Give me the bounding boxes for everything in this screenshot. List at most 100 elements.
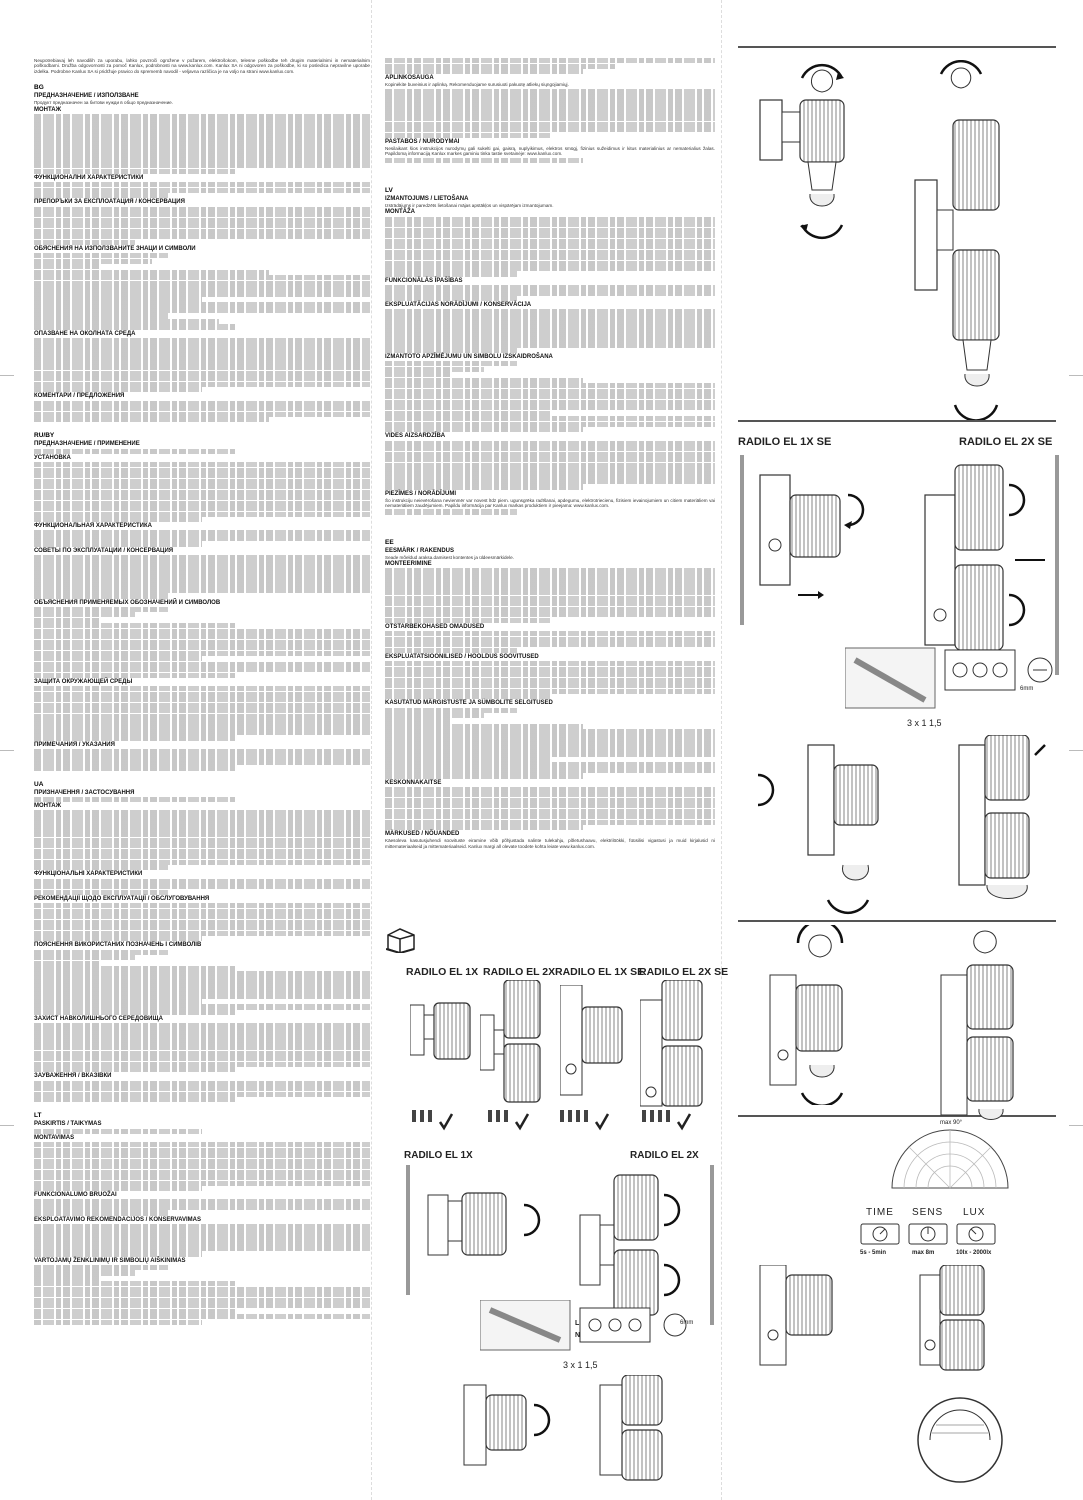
wall-mount-diagram-1x-se: [740, 455, 865, 625]
section-rule: [738, 920, 1056, 922]
fold-tick: [1069, 375, 1083, 376]
wall-mount-diagram-1x: [406, 1165, 541, 1295]
lux-dial-icon: [956, 1223, 996, 1245]
time-range-value: 5s - 5min: [860, 1250, 887, 1256]
text-column-1: Neupotrebiavaj leh navodilih za uporabu,…: [34, 58, 370, 1448]
model-label-2x-se: RADILO EL 2X SE: [959, 436, 1053, 448]
product-1x: [410, 1002, 471, 1060]
lang-ee: EE: [385, 538, 394, 546]
bg-symbols-heading: ОБЯСНЕНИЯ НА ИЗПОЛЗВАНИТЕ ЗНАЦИ И СИМВОЛ…: [34, 245, 196, 252]
wiring-diagram-bottom: [480, 1300, 687, 1351]
ee-features-heading: OTSTARBEKOHASED OMADUSED: [385, 623, 485, 630]
sens-dial-icon: [908, 1223, 948, 1245]
model-label-1x: RADILO EL 1X: [406, 966, 479, 978]
section-rule: [738, 46, 1056, 48]
fold-tick: [0, 750, 14, 751]
install-steps-diagram-1x: [757, 744, 879, 915]
lv-remarks-heading: PIEZĪMES / NORĀDĪJUMI: [385, 490, 457, 497]
model-label-2x: RADILO EL 2X: [483, 966, 556, 978]
ua-purpose-heading: ПРИЗНАЧЕННЯ / ЗАСТОСУВАННЯ: [34, 789, 135, 796]
lang-lv: LV: [385, 186, 393, 194]
ua-env-heading: ЗАХИСТ НАВКОЛИШНЬОГО СЕРЕДОВИЩА: [34, 1016, 163, 1023]
fold-tick: [0, 1125, 14, 1126]
lang-ru: RU/BY: [34, 432, 55, 440]
fold-line-2: [721, 0, 722, 1500]
sensor-range-diagram: [891, 1129, 1009, 1189]
ru-symbols-heading: ОБЪЯСНЕНИЯ ПРИМЕНЯЕМЫХ ОБОЗНАЧЕНИЙ И СИМ…: [34, 599, 221, 606]
lux-label: LUX: [963, 1207, 986, 1218]
ua-install-heading: МОНТАЖ: [34, 803, 62, 810]
wire-n-label: N: [575, 1332, 581, 1339]
lt-maint-heading: EKSPLOATAVIMO REKOMENDACIJOS / KONSERVAV…: [34, 1216, 202, 1223]
sensor-angle-label: max 90°: [940, 1120, 963, 1126]
ua-symbols-heading: ПОЯСНЕННЯ ВИКОРИСТАНИХ ПОЗНАЧЕНЬ І СИМВО…: [34, 942, 202, 949]
bg-features-heading: ФУНКЦИОНАЛНИ ХАРАКТЕРИСТИКИ: [34, 174, 144, 181]
lt-install-heading: MONTAVIMAS: [34, 1134, 75, 1141]
ru-features-heading: ФУНКЦИОНАЛЬНАЯ ХАРАКТЕРИСТИКА: [34, 523, 152, 530]
ru-maint-heading: СОВЕТЫ ПО ЭКСПЛУАТАЦИИ / КОНСЕРВАЦИЯ: [34, 547, 174, 554]
lv-install-heading: MONTĀŽA: [385, 209, 415, 216]
lang-bg: BG: [34, 84, 44, 92]
screw-spec-bottom: 3 x 1 1,5: [563, 1360, 598, 1370]
ua-maint-heading: РЕКОМЕНДАЦІЇ ЩОДО ЕКСПЛУАТАЦІЇ / ОБСЛУГО…: [34, 895, 210, 902]
model-label-2x-se-product: RADILO EL 2X SE: [639, 966, 729, 978]
install-steps-diagram-2x: [958, 735, 1046, 899]
ee-purpose-heading: EESMÄRK / RAKENDUS: [385, 547, 455, 554]
install-final-diagram-2x: [599, 1375, 663, 1481]
wire-l-label: L: [575, 1320, 580, 1327]
ru-install-heading: УСТАНОВКА: [34, 454, 71, 461]
fold-tick: [0, 375, 14, 376]
bg-env-heading: ОПАЗВАНЕ НА ОКОЛНАТА СРЕДА: [34, 330, 136, 337]
model-label-1x-se: RADILO EL 1X SE: [738, 436, 832, 448]
ua-remarks-heading: ЗАУВАЖЕННЯ / ВКАЗІВКИ: [34, 1073, 112, 1080]
lv-purpose-text: Izstrādājums ir paredzēts lietošanai māj…: [385, 202, 554, 208]
ee-symbols-heading: KASUTATUD MÄRGISTUSTE JA SÜMBOLITE SELGI…: [385, 700, 553, 707]
lt-purpose-heading: PASKIRTIS / TAIKYMAS: [34, 1121, 102, 1128]
lv-remarks-text: Šo instrukciju neievērošana nevienmēr va…: [385, 497, 715, 509]
wall-mount-diagram-2x: [579, 1165, 714, 1325]
wire-strip-dimension-bottom: 6mm: [680, 1320, 694, 1326]
lt-features-heading: FUNKCIONALUMO BRUOŽAI: [34, 1192, 117, 1199]
fold-tick: [1069, 750, 1083, 751]
bg-purpose-text: Продукт предназначен за битови нужди в о…: [34, 100, 173, 106]
bulb-insert-diagram-se: [769, 925, 844, 1105]
sens-label: SENS: [912, 1207, 944, 1218]
bg-remarks-heading: КОМЕНТАРИ / ПРЕДЛОЖЕНИЯ: [34, 393, 125, 400]
section-rule: [738, 1115, 1056, 1117]
lv-purpose-heading: IZMANTOJUMS / LIETOŠANA: [385, 195, 469, 202]
ee-purpose-text: Seade mõeldud araksa.damisest kontentes …: [385, 554, 514, 560]
package-box-icon: [386, 928, 415, 953]
ee-remarks-text: Käesoleva kasutusjuhendi soovituste eira…: [385, 838, 715, 849]
ee-env-heading: KESKONNAKAITSE: [385, 779, 442, 786]
lv-maint-heading: EKSPLUATĀCIJAS NORĀDĪJUMI / KONSERVĀCIJA: [385, 302, 532, 309]
lux-range-value: 10lx - 2000lx: [956, 1250, 992, 1256]
intro-text: Neupotrebiavaj leh navodilih za uporabu,…: [34, 58, 370, 74]
lt-symbols-heading: VARTOJAMŲ ŽENKLINIMŲ IR SIMBOLIŲ AIŠKINI…: [34, 1257, 186, 1264]
section-rule: [738, 420, 1056, 422]
bulb-insert-diagram-1x: [759, 63, 845, 240]
sens-range-value: max 8m: [912, 1250, 935, 1256]
product-1x-se: [560, 985, 623, 1096]
model-label-2x-install: RADILO EL 2X: [630, 1150, 699, 1161]
ee-maint-heading: EKSPLUATATSIOONILISED / HOOLDUS SOOVITUS…: [385, 653, 539, 660]
time-dial-icon: [860, 1223, 900, 1245]
model-label-1x-install: RADILO EL 1X: [404, 1150, 473, 1161]
bg-maint-heading: ПРЕПОРЪКИ ЗА ЕКСПЛОАТАЦИЯ / КОНСЕРВАЦИЯ: [34, 199, 185, 206]
wire-strip-dimension-top: 6mm: [1020, 686, 1034, 692]
text-column-2: APLINKOSAUGA Kopinėkite buveinius ir apl…: [385, 58, 715, 1448]
fold-tick: [1069, 1125, 1083, 1126]
lt-remarks-heading: PASTABOS / NURODYMAI: [385, 138, 460, 145]
bg-install-heading: МОНТАЖ: [34, 106, 62, 113]
install-final-diagram-1x: [463, 1384, 551, 1466]
wall-mount-diagram-2x-se: [924, 455, 1059, 675]
product-2x: [480, 980, 541, 1103]
time-label: TIME: [866, 1207, 894, 1218]
product-2x-se: [640, 980, 703, 1107]
screw-spec-top: 3 x 1 1,5: [907, 718, 942, 728]
lv-symbols-heading: IZMANTOTO APZĪMĒJUMU UN SIMBOLU IZSKAIDR…: [385, 353, 553, 360]
lt-remarks-text: Nesilaikant šios instrukcijos nurodymų g…: [385, 145, 715, 157]
ru-env-heading: ЗАЩИТА ОКРУЖАЮЩЕЙ СРЕДЫ: [34, 678, 133, 685]
ru-remarks-heading: ПРИМЕЧАНИЯ / УКАЗАНИЯ: [34, 741, 115, 748]
bulb-insert-diagram-2x: [914, 60, 1000, 420]
lt-env-text: Kopinėkite buveinius ir aplinką. Rekomen…: [385, 82, 569, 88]
